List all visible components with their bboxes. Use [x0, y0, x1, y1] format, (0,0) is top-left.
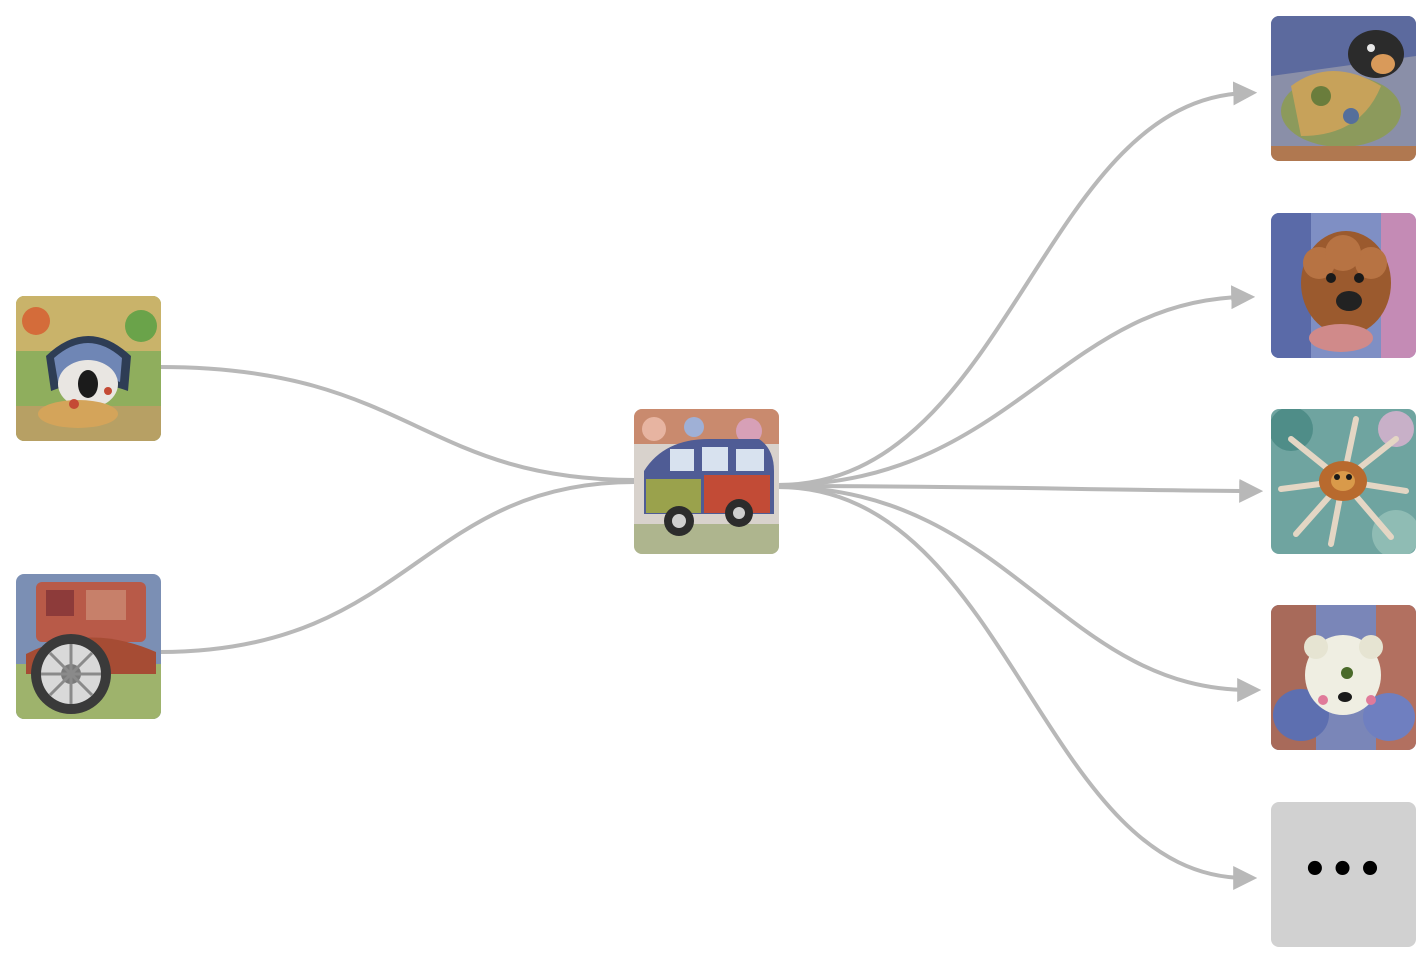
teddy-bear-visualization-image — [1271, 605, 1416, 750]
input-node-2[interactable] — [16, 574, 161, 719]
output-node-4[interactable] — [1271, 605, 1416, 750]
output-node-2[interactable] — [1271, 213, 1416, 358]
output-node-1[interactable] — [1271, 16, 1416, 161]
output-node-5-more[interactable]: ••• — [1271, 802, 1416, 947]
edge-center-output4 — [777, 485, 1262, 702]
center-node[interactable] — [634, 409, 779, 554]
dog-car-visualization-image — [16, 296, 161, 441]
edge-center-output1 — [777, 81, 1258, 487]
output-node-3[interactable] — [1271, 409, 1416, 554]
poodle-visualization-image — [1271, 213, 1416, 358]
dog-visualization-image — [1271, 16, 1416, 161]
edge-input2-center — [159, 480, 636, 654]
edge-input1-center — [159, 365, 636, 482]
ellipsis-icon: ••• — [1302, 846, 1385, 893]
spider-visualization-image — [1271, 409, 1416, 554]
edge-center-output3 — [777, 478, 1264, 503]
edge-center-output5 — [777, 485, 1258, 890]
edge-center-output2 — [777, 285, 1256, 487]
input-node-1[interactable] — [16, 296, 161, 441]
car-visualization-image — [634, 409, 779, 554]
wheel-truck-visualization-image — [16, 574, 161, 719]
